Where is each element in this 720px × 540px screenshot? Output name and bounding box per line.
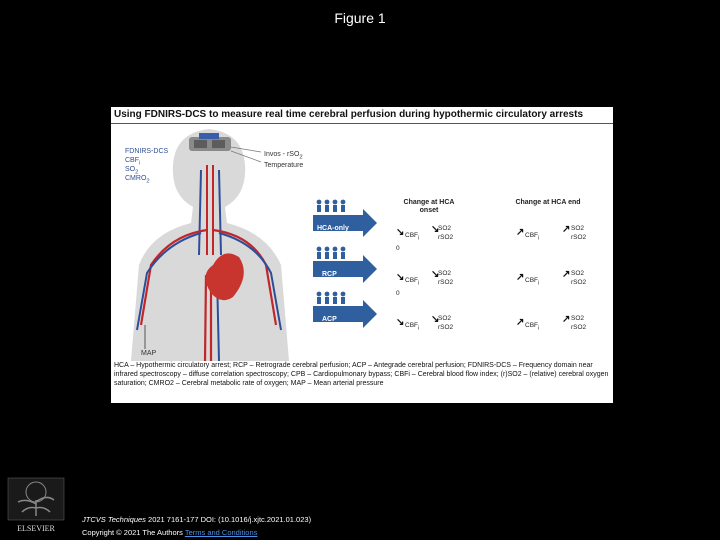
- procedure-acp: ACP: [322, 316, 337, 323]
- procedure-rcp: RCP: [322, 271, 337, 278]
- arrow-rcp: [313, 255, 377, 283]
- arrow-up-icon: ↗: [516, 227, 525, 238]
- figure-legend: HCA – Hypothermic circulatory arrest; RC…: [114, 362, 609, 387]
- temperature-label: Temperature: [264, 162, 304, 169]
- svg-text:ELSEVIER: ELSEVIER: [17, 524, 55, 533]
- arrow-down-icon: ↘: [396, 227, 405, 238]
- arrow-up-icon: ↗: [562, 314, 571, 325]
- circulatory-illustration: [131, 129, 289, 361]
- heart-icon: [205, 253, 244, 301]
- result-acp-end: ↗ CBFi ↗ SO2 rSO2: [516, 314, 587, 332]
- people-icon: [316, 199, 346, 212]
- arrow-up-icon: ↗: [516, 272, 525, 283]
- procedure-hca-only: HCA-only: [317, 225, 349, 232]
- result-acp-onset: ↘ CBFi ↘ SO2 rSO2: [396, 314, 454, 332]
- column-hca-onset: Change at HCA onset: [403, 199, 455, 214]
- arrow-down-icon: ↘: [396, 272, 405, 283]
- column-hca-end: Change at HCA end: [515, 199, 581, 206]
- copyright-text: Copyright © 2021 The Authors: [82, 528, 183, 537]
- arrow-hca-only: [313, 209, 377, 237]
- terms-link[interactable]: Terms and Conditions: [184, 528, 258, 537]
- arrow-up-icon: ↗: [562, 269, 571, 280]
- figure-image: Using FDNIRS-DCS to measure real time ce…: [111, 107, 613, 403]
- device-label-fdnirs: FDNIRS-DCS: [125, 148, 169, 155]
- result-rcp-onset: ↘ CBFi ↘ SO2 rSO2: [396, 269, 454, 287]
- map-label: MAP: [141, 350, 157, 357]
- figure-heading: Using FDNIRS-DCS to measure real time ce…: [114, 109, 584, 120]
- slide-title: Figure 1: [334, 10, 386, 26]
- device-label-cbf: CBFi: [125, 157, 141, 167]
- journal-name: JTCVS Techniques: [82, 515, 146, 524]
- heading-divider: [111, 123, 613, 124]
- result-hca-end: ↗ CBFi ↗ SO2 rSO2: [516, 224, 587, 242]
- arrow-down-icon: ↘: [396, 317, 405, 328]
- arrow-up-icon: ↗: [516, 317, 525, 328]
- invos-label: Invos - rSO2: [264, 151, 303, 161]
- zero-value: 0: [396, 290, 400, 297]
- arrow-acp: [313, 300, 377, 328]
- arrow-down-icon: ↘: [431, 224, 440, 235]
- arrow-down-icon: ↘: [431, 314, 440, 325]
- citation-line: JTCVS Techniques 2021 7161-177 DOI: (10.…: [82, 515, 311, 524]
- device-label-so2: SO2: [125, 166, 139, 176]
- arrow-up-icon: ↗: [562, 224, 571, 235]
- elsevier-logo[interactable]: ELSEVIER: [6, 476, 66, 536]
- device-label-cmro2: CMRO2: [125, 175, 150, 185]
- zero-value: 0: [396, 245, 400, 252]
- citation-text: 2021 7161-177 DOI: (10.1016/j.xjtc.2021.…: [148, 515, 312, 524]
- procedure-arrows: [313, 199, 377, 328]
- copyright-line: Copyright © 2021 The Authors Terms and C…: [82, 528, 257, 537]
- result-rcp-end: ↗ CBFi ↗ SO2 rSO2: [516, 269, 587, 287]
- arrow-down-icon: ↘: [431, 269, 440, 280]
- result-hca-onset: ↘ CBFi ↘ SO2 rSO2: [396, 224, 454, 242]
